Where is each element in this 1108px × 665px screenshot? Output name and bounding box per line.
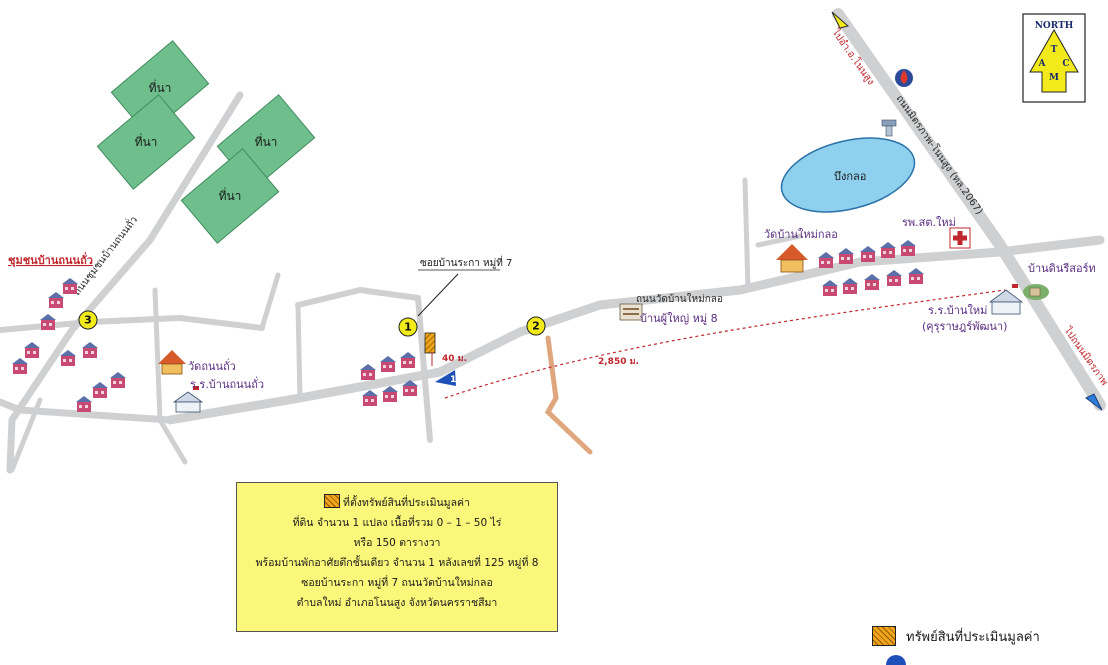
community-label: ชุมชนบ้านถนนถั่ว xyxy=(8,252,93,268)
north-letter: T xyxy=(1051,45,1058,55)
paddy-field xyxy=(110,40,210,136)
info-title: ที่ตั้งทรัพย์สินที่ประเมินมูลค่า xyxy=(343,497,470,509)
school-mai-label: ร.ร.บ้านใหม่ xyxy=(928,304,987,317)
info-line-2: หรือ 150 ตารางวา xyxy=(353,537,441,549)
legend-hatch-icon xyxy=(872,626,896,646)
soi-banraka xyxy=(295,287,433,443)
resort-label: บ้านดินรีสอร์ท xyxy=(1028,262,1096,275)
info-line-1: ที่ดิน จำนวน 1 แปลง เนื้อที่รวม 0 – 1 – … xyxy=(292,517,502,529)
wat-maiklo-label: วัดบ้านใหม่กลอ xyxy=(764,228,838,241)
north-letter: M xyxy=(1049,73,1059,83)
wat-thanonthua-label: วัดถนนถั่ว xyxy=(188,358,236,373)
svg-text:3: 3 xyxy=(84,314,92,327)
resort-icon xyxy=(1023,284,1049,300)
road-watmaiklo xyxy=(165,235,1105,425)
road-spur xyxy=(259,272,281,331)
svg-text:1: 1 xyxy=(404,321,412,334)
road-thanonthua xyxy=(6,91,244,474)
lake-label: บึงกลอ xyxy=(834,170,866,183)
dirt-road xyxy=(544,335,593,455)
road-link xyxy=(295,302,303,401)
road-network xyxy=(0,8,1106,474)
paddy-field-label: ที่นา xyxy=(149,79,172,95)
paddy-field xyxy=(180,148,280,244)
road-south xyxy=(9,397,43,473)
paddy-field-label: ที่นา xyxy=(255,133,278,149)
map-legend: ทรัพย์สินที่ประเมินมูลค่า xyxy=(872,624,1040,648)
hospital-icon xyxy=(949,227,971,249)
legend-item-label: ทรัพย์สินที่ประเมินมูลค่า xyxy=(906,629,1040,645)
school-icon xyxy=(988,284,1024,315)
north-title: NORTH xyxy=(1035,21,1074,31)
road-community xyxy=(0,315,265,333)
school-mai-sub-label: (คุรุราษฎร์พัฒนา) xyxy=(922,320,1007,333)
marker-3: 3 xyxy=(78,310,98,330)
arrow-north-icon xyxy=(831,11,850,29)
north-letter: A xyxy=(1038,59,1047,69)
distance-short-label: 40 ม. xyxy=(442,354,467,364)
paddy-field xyxy=(96,94,196,190)
arrow-south-icon xyxy=(1085,393,1103,411)
road-local xyxy=(152,287,188,465)
distance-long-label: 2,850 ม. xyxy=(598,357,639,367)
school-icon xyxy=(172,386,204,413)
info-line-4: ซอยบ้านระกา หมู่ที่ 7 ถนนวัดบ้านใหม่กลอ xyxy=(301,577,493,589)
soi-callout-line xyxy=(417,273,459,317)
road-to-lake xyxy=(742,177,751,293)
north-letter: C xyxy=(1062,59,1069,69)
village-sign-icon xyxy=(619,303,643,321)
lake-buengklo xyxy=(780,137,916,213)
distance-line xyxy=(444,289,1006,399)
highway-2067 xyxy=(832,8,1106,411)
school-thanonthua-label: ร.ร.บ้านถนนถั่ว xyxy=(190,376,264,391)
property-info-box: ที่ตั้งทรัพย์สินที่ประเมินมูลค่า ที่ดิน … xyxy=(236,482,558,632)
fuel-station-icon xyxy=(895,69,913,87)
info-title-row: ที่ตั้งทรัพย์สินที่ประเมินมูลค่า xyxy=(243,493,551,513)
property-plot xyxy=(424,332,436,354)
temple-icon xyxy=(776,244,808,273)
paddy-field-label: ที่นา xyxy=(219,187,242,203)
marker-2: 2 xyxy=(526,316,546,336)
svg-text:2: 2 xyxy=(532,320,540,333)
temple-icon xyxy=(158,350,186,375)
property-marker-icon xyxy=(435,370,456,386)
info-line-3: พร้อมบ้านพักอาศัยตึกชั้นเดียว จำนวน 1 หล… xyxy=(255,557,539,569)
soi-label: ซอยบ้านระกา หมู่ที่ 7 xyxy=(420,255,512,269)
marker-1: 1 xyxy=(398,317,418,337)
village-label: บ้านผู้ใหญ่ หมู่ 8 xyxy=(640,312,718,325)
road-watmai-label: ถนนวัดบ้านใหม่กลอ xyxy=(636,293,723,305)
paddy-fields: ที่นา ที่นา ที่นา ที่นา xyxy=(96,40,316,244)
info-line-5: ตำบลใหม่ อำเภอโนนสูง จังหวัดนครราชสีมา xyxy=(296,597,498,609)
north-compass: NORTH T A M C xyxy=(1022,13,1086,103)
water-tower-icon xyxy=(881,119,897,137)
hospital-label: รพ.สต.ใหม่ xyxy=(902,216,956,229)
paddy-field-label: ที่นา xyxy=(135,133,158,149)
property-marker-number: 1 xyxy=(450,375,456,385)
property-hatch-icon xyxy=(324,494,341,508)
road-to-wat xyxy=(755,233,803,248)
